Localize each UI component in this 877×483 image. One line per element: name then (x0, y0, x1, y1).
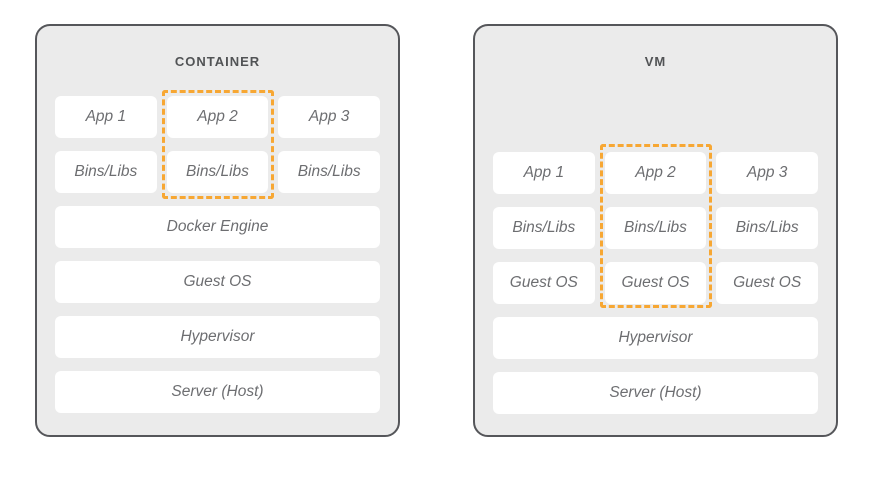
cell-bins-libs: Bins/Libs (604, 207, 707, 249)
vm-bins-row: Bins/Libs Bins/Libs Bins/Libs (493, 207, 818, 249)
container-panel-title: CONTAINER (174, 53, 261, 69)
vm-panel: VM App 1 App 2 App 3 Bins/Libs Bins/Libs… (473, 24, 838, 437)
container-guest-os-row: Guest OS (55, 261, 380, 303)
vm-guest-os-row: Guest OS Guest OS Guest OS (493, 262, 818, 304)
cell-app-2: App 2 (604, 152, 707, 194)
vm-server-host-row: Server (Host) (493, 372, 818, 414)
container-hypervisor-row: Hypervisor (55, 316, 380, 358)
cell-hypervisor: Hypervisor (55, 316, 380, 358)
vm-spacer (475, 96, 836, 152)
cell-server-host: Server (Host) (55, 371, 380, 413)
cell-guest-os: Guest OS (493, 262, 595, 304)
vm-panel-title: VM (644, 53, 667, 69)
vm-hypervisor-row: Hypervisor (493, 317, 818, 359)
cell-docker-engine: Docker Engine (55, 206, 380, 248)
cell-guest-os: Guest OS (604, 262, 707, 304)
cell-app-3: App 3 (716, 152, 818, 194)
cell-app-3: App 3 (278, 96, 380, 138)
container-bins-row: Bins/Libs Bins/Libs Bins/Libs (55, 151, 380, 193)
container-rows: App 1 App 2 App 3 Bins/Libs Bins/Libs Bi… (55, 96, 380, 413)
cell-bins-libs: Bins/Libs (493, 207, 595, 249)
container-server-host-row: Server (Host) (55, 371, 380, 413)
cell-app-1: App 1 (55, 96, 157, 138)
cell-bins-libs: Bins/Libs (716, 207, 818, 249)
container-docker-engine-row: Docker Engine (55, 206, 380, 248)
cell-bins-libs: Bins/Libs (55, 151, 157, 193)
vm-app-row: App 1 App 2 App 3 (493, 152, 818, 194)
cell-hypervisor: Hypervisor (493, 317, 818, 359)
container-panel: CONTAINER App 1 App 2 App 3 Bins/Libs Bi… (35, 24, 400, 437)
vm-rows: App 1 App 2 App 3 Bins/Libs Bins/Libs Bi… (493, 152, 818, 414)
cell-bins-libs: Bins/Libs (166, 151, 269, 193)
cell-guest-os: Guest OS (55, 261, 380, 303)
cell-app-1: App 1 (493, 152, 595, 194)
container-app-row: App 1 App 2 App 3 (55, 96, 380, 138)
cell-bins-libs: Bins/Libs (278, 151, 380, 193)
cell-app-2: App 2 (166, 96, 269, 138)
cell-guest-os: Guest OS (716, 262, 818, 304)
cell-server-host: Server (Host) (493, 372, 818, 414)
